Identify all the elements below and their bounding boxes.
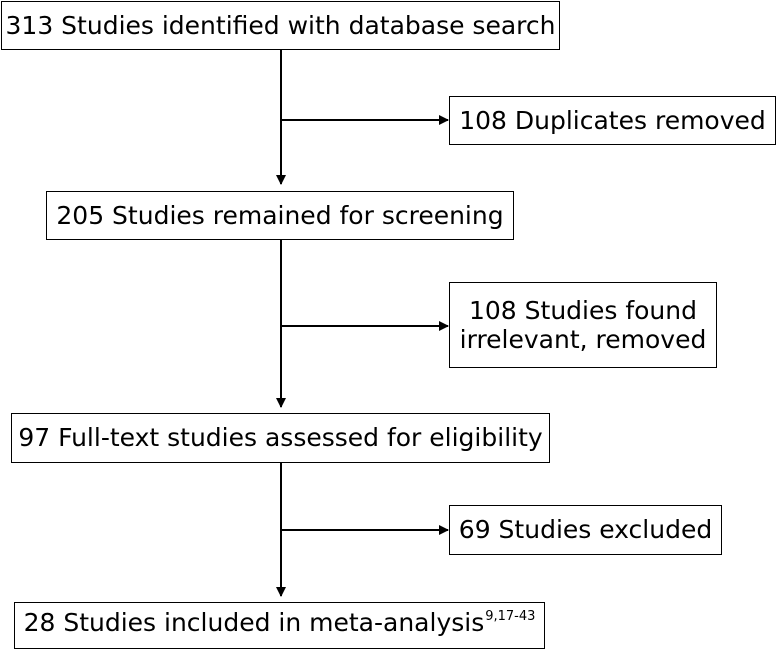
box-excluded-text: 69 Studies excluded <box>458 515 713 544</box>
box-excluded: 69 Studies excluded <box>449 505 722 555</box>
box-irrelevant-line2: irrelevant, removed <box>459 325 707 354</box>
box-irrelevant: 108 Studies found irrelevant, removed <box>449 282 717 368</box>
box-included-content: 28 Studies included in meta-analysis9,17… <box>24 608 536 643</box>
box-included-text: 28 Studies included in meta-analysis <box>23 608 485 637</box>
box-duplicates-text: 108 Duplicates removed <box>459 105 766 135</box>
box-duplicates: 108 Duplicates removed <box>449 96 776 145</box>
box-fulltext: 97 Full-text studies assessed for eligib… <box>11 413 550 463</box>
box-fulltext-text: 97 Full-text studies assessed for eligib… <box>18 423 543 452</box>
box-screening: 205 Studies remained for screening <box>46 191 514 240</box>
box-screening-text: 205 Studies remained for screening <box>56 200 504 230</box>
box-included-citations: 9,17-43 <box>485 609 536 624</box>
box-search: 313 Studies identified with database sea… <box>1 1 560 50</box>
box-search-text: 313 Studies identified with database sea… <box>5 10 556 40</box>
box-included: 28 Studies included in meta-analysis9,17… <box>14 602 545 649</box>
box-irrelevant-line1: 108 Studies found <box>468 296 697 325</box>
